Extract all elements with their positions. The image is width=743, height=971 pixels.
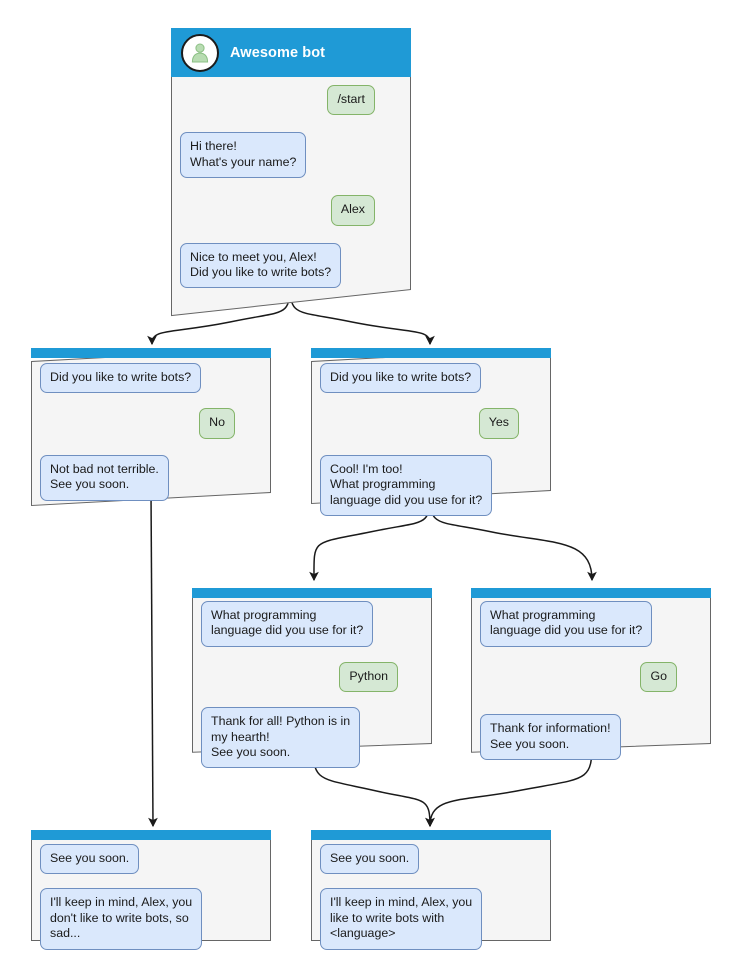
- card-end-sad-header: [31, 830, 271, 840]
- message-bubble-bot: Not bad not terrible. See you soon.: [40, 454, 169, 501]
- message-bubble-bot: Did you like to write bots?: [320, 363, 482, 394]
- message-bubble-bot: Thank for all! Python is in my hearth! S…: [201, 707, 361, 769]
- card-python-branch-header: [192, 588, 432, 598]
- message-bubble-bot: What programming language did you use fo…: [201, 601, 374, 647]
- message-bubble-user: Yes: [478, 408, 519, 439]
- message-bubble-bot: What programming language did you use fo…: [480, 601, 653, 647]
- message-bubble-user: /start: [327, 85, 375, 116]
- message-bubble-user: Python: [339, 661, 398, 693]
- card-go-branch[interactable]: What programming language did you use fo…: [471, 588, 711, 761]
- message-bubble-bot: Hi there! What's your name?: [180, 132, 307, 179]
- person-avatar-icon: [181, 33, 219, 72]
- card-go-branch-header: [471, 588, 711, 598]
- card-python-branch-messages: What programming language did you use fo…: [192, 588, 432, 769]
- card-root-header: Awesome bot: [171, 28, 411, 77]
- card-end-happy-messages: See you soon. I'll keep in mind, Alex, y…: [311, 830, 551, 950]
- message-bubble-bot: See you soon.: [40, 844, 140, 875]
- message-bubble-user: No: [199, 408, 235, 439]
- card-python-branch[interactable]: What programming language did you use fo…: [192, 588, 432, 769]
- card-root-title: Awesome bot: [230, 44, 326, 61]
- message-bubble-user: Go: [640, 661, 677, 693]
- message-bubble-bot: See you soon.: [320, 844, 420, 875]
- connector-no-to-end-sad: [148, 491, 158, 828]
- message-bubble-bot: Nice to meet you, Alex! Did you like to …: [180, 242, 342, 289]
- card-go-branch-messages: What programming language did you use fo…: [471, 588, 711, 761]
- message-bubble-bot: Cool! I'm too! What programming language…: [320, 454, 493, 517]
- message-bubble-bot: Did you like to write bots?: [40, 363, 202, 394]
- card-no-branch-header: [31, 348, 271, 358]
- message-bubble-user: Alex: [330, 195, 375, 226]
- card-root-messages: /start Hi there! What's your name? Alex …: [171, 28, 411, 290]
- message-bubble-bot: I'll keep in mind, Alex, you don't like …: [40, 888, 203, 950]
- card-no-branch-messages: Did you like to write bots? No Not bad n…: [31, 348, 271, 501]
- card-root[interactable]: Awesome bot /start Hi there! What's your…: [171, 28, 411, 317]
- card-no-branch[interactable]: Did you like to write bots? No Not bad n…: [31, 348, 271, 506]
- card-yes-branch-messages: Did you like to write bots? Yes Cool! I'…: [311, 348, 551, 517]
- card-end-sad[interactable]: See you soon. I'll keep in mind, Alex, y…: [31, 830, 271, 950]
- card-yes-branch[interactable]: Did you like to write bots? Yes Cool! I'…: [311, 348, 551, 517]
- card-end-sad-messages: See you soon. I'll keep in mind, Alex, y…: [31, 830, 271, 950]
- card-end-happy-header: [311, 830, 551, 840]
- card-end-happy[interactable]: See you soon. I'll keep in mind, Alex, y…: [311, 830, 551, 950]
- message-bubble-bot: I'll keep in mind, Alex, you like to wri…: [320, 888, 483, 950]
- message-bubble-bot: Thank for information! See you soon.: [480, 714, 621, 761]
- card-yes-branch-header: [311, 348, 551, 358]
